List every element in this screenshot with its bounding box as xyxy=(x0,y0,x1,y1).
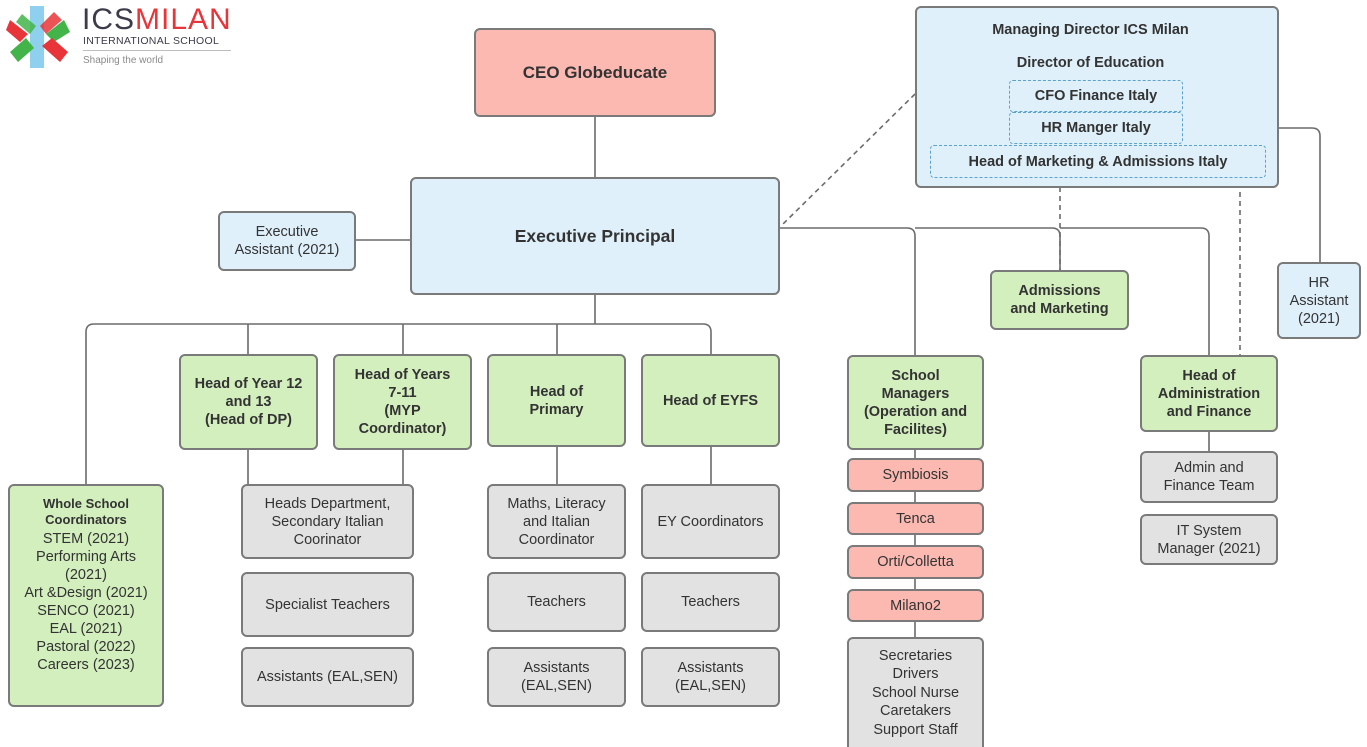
principal-director-dashed-line xyxy=(781,93,916,226)
staff-item: School Nurse xyxy=(871,684,960,701)
secondary-assistants-box: Assistants (EAL,SEN) xyxy=(241,647,414,707)
it-system-manager-box: IT System Manager (2021) xyxy=(1140,514,1278,565)
site-milano2: Milano2 xyxy=(847,589,984,622)
head-dp-box: Head of Year 12 and 13 (Head of DP) xyxy=(179,354,318,450)
staff-item: Drivers xyxy=(892,666,939,683)
eyfs-teachers-box: Teachers xyxy=(641,572,780,632)
head-marketing-box: Head of Marketing & Admissions Italy xyxy=(930,145,1266,178)
to-school-managers-line xyxy=(780,227,916,355)
coordinator-item: SENCO (2021) xyxy=(37,603,135,619)
to-head-admin-line xyxy=(1060,227,1210,355)
coordinator-item: Pastoral (2022) xyxy=(36,639,136,655)
coordinator-item: STEM (2021) xyxy=(42,531,130,547)
logo-tagline: Shaping the world xyxy=(83,55,164,66)
support-staff-box: Secretaries Drivers School Nurse Caretak… xyxy=(847,637,984,747)
logo-name: ICSMILAN xyxy=(82,3,232,36)
specialist-teachers-box: Specialist Teachers xyxy=(241,572,414,637)
site-tenca: Tenca xyxy=(847,502,984,535)
director-panel xyxy=(915,6,1279,188)
ey-coordinators-box: EY Coordinators xyxy=(641,484,780,559)
hr-manager-box: HR Manger Italy xyxy=(1009,112,1183,144)
whole-school-coordinators-box: Whole School Coordinators STEM (2021) Pe… xyxy=(8,484,164,707)
managing-director-label: Managing Director ICS Milan xyxy=(992,22,1189,38)
coordinator-item: (2021) xyxy=(65,567,107,583)
site-orti-colletta: Orti/Colletta xyxy=(847,545,984,579)
executive-assistant-box: Executive Assistant (2021) xyxy=(218,211,356,271)
primary-coordinator-box: Maths, Literacy and Italian Coordinator xyxy=(487,484,626,559)
to-admissions-line xyxy=(915,227,1061,270)
eyfs-assistants-box: Assistants (EAL,SEN) xyxy=(641,647,780,707)
head-eyfs-box: Head of EYFS xyxy=(641,354,780,447)
whole-school-title: Whole School Coordinators xyxy=(43,496,129,527)
logo-subtitle: INTERNATIONAL SCHOOL xyxy=(83,35,220,47)
staff-item: Secretaries xyxy=(878,648,953,664)
head-admin-finance-box: Head of Administration and Finance xyxy=(1140,355,1278,432)
ceo-box: CEO Globeducate xyxy=(474,28,716,117)
coordinator-item: Careers (2023) xyxy=(37,657,135,673)
staff-item: Support Staff xyxy=(873,721,958,738)
heads-bus-line xyxy=(85,323,712,484)
coordinator-item: Performing Arts xyxy=(36,549,136,565)
primary-assistants-box: Assistants (EAL,SEN) xyxy=(487,647,626,707)
site-symbiosis: Symbiosis xyxy=(847,458,984,492)
director-education-label: Director of Education xyxy=(1016,55,1165,71)
heads-department-box: Heads Department, Secondary Italian Coor… xyxy=(241,484,414,559)
primary-teachers-box: Teachers xyxy=(487,572,626,632)
staff-item: Caretakers xyxy=(880,703,951,720)
head-myp-box: Head of Years 7-11 (MYP Coordinator) xyxy=(333,354,472,450)
coordinator-item: EAL (2021) xyxy=(49,621,123,637)
hr-line xyxy=(1183,127,1321,262)
logo-mark-icon xyxy=(6,6,70,68)
hr-assistant-box: HR Assistant (2021) xyxy=(1277,262,1361,339)
head-primary-box: Head of Primary xyxy=(487,354,626,447)
logo-divider xyxy=(83,50,231,51)
executive-principal-box: Executive Principal xyxy=(410,177,780,295)
cfo-box: CFO Finance Italy xyxy=(1009,80,1183,112)
admin-finance-team-box: Admin and Finance Team xyxy=(1140,451,1278,503)
school-managers-box: School Managers (Operation and Facilites… xyxy=(847,355,984,450)
coordinator-item: Art &Design (2021) xyxy=(24,585,148,601)
admissions-marketing-box: Admissions and Marketing xyxy=(990,270,1129,330)
